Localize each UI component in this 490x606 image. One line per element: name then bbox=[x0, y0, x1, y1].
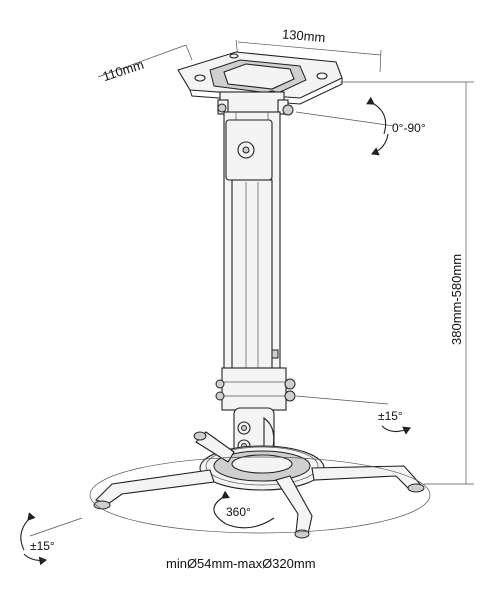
top-bracket bbox=[217, 91, 294, 116]
top-knob-right bbox=[282, 104, 294, 116]
plate-depth-dimension: 110mm bbox=[97, 44, 193, 84]
plate-depth-label: 110mm bbox=[101, 57, 146, 84]
height-dimension: 380mm-580mm bbox=[340, 81, 474, 485]
height-range-label: 380mm-580mm bbox=[449, 254, 464, 345]
swivel-label: 360° bbox=[226, 505, 251, 519]
plate-width-dimension: 130mm bbox=[235, 26, 382, 73]
arm-back bbox=[195, 431, 235, 463]
tilt-mid-indicator: ±15° bbox=[295, 395, 412, 435]
tilt-top-indicator: 0°-90° bbox=[295, 96, 426, 156]
swivel-indicator: 360° bbox=[213, 490, 275, 529]
ceiling-plate bbox=[177, 51, 343, 105]
tilt-mid-label: ±15° bbox=[378, 409, 403, 423]
arm-right bbox=[311, 465, 421, 491]
spider-base bbox=[93, 431, 425, 539]
max-diameter-outline bbox=[89, 456, 431, 534]
arm-front bbox=[275, 475, 313, 535]
tilt-bottom-label: ±15° bbox=[30, 539, 55, 553]
collar-knob-right-top bbox=[284, 378, 296, 390]
inner-tube bbox=[231, 179, 279, 371]
top-knob-left bbox=[217, 103, 227, 113]
tilt-bottom-indicator: ±15° bbox=[20, 512, 83, 566]
tilt-top-label: 0°-90° bbox=[392, 121, 426, 135]
arm-left bbox=[94, 469, 215, 505]
base-diameter-label: minØ54mm-maxØ320mm bbox=[166, 556, 316, 571]
collar-knob-right-bottom bbox=[284, 390, 296, 402]
plate-width-label: 130mm bbox=[281, 26, 326, 45]
lower-collar bbox=[215, 367, 296, 411]
